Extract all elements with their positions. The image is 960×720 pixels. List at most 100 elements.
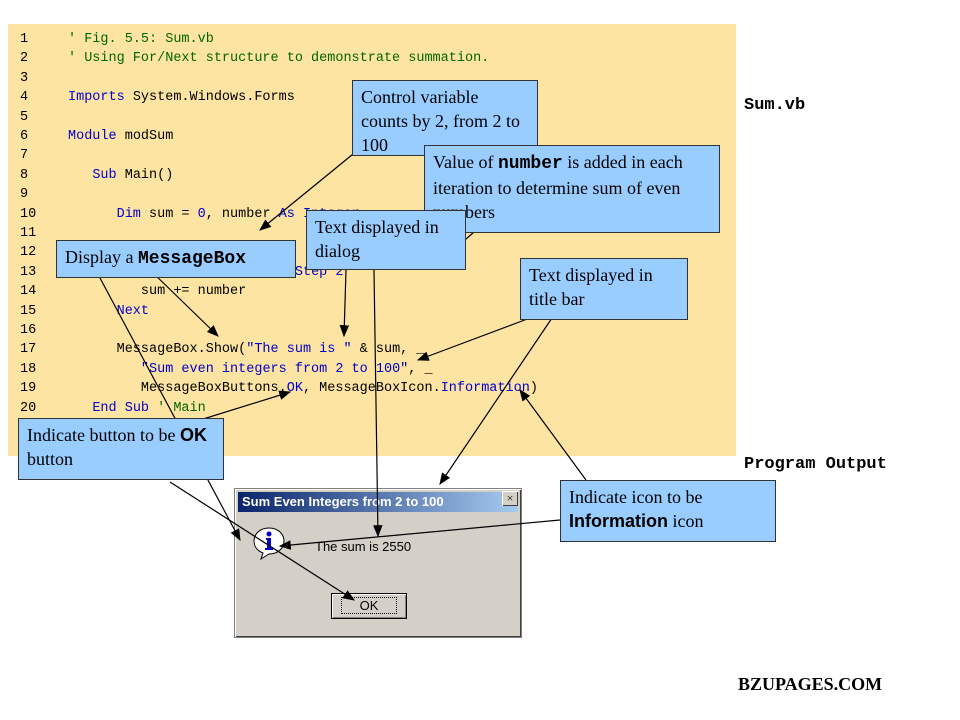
- arrow-title-bar-output: [439, 317, 553, 485]
- code-token: ' Fig. 5.5: Sum.vb: [68, 32, 214, 47]
- ok-button-label: OK: [340, 597, 398, 614]
- code-text: Imports System.Windows.Forms: [68, 88, 295, 107]
- code-line: 17 MessageBox.Show("The sum is " & sum, …: [20, 340, 720, 359]
- line-number: 6: [20, 129, 29, 144]
- code-text: MessageBox.Show("The sum is " & sum, _: [68, 340, 425, 359]
- code-line: 14 sum += number: [20, 282, 720, 301]
- code-text: ' Fig. 5.5: Sum.vb: [68, 30, 214, 49]
- line-number: 4: [20, 90, 29, 106]
- code-line: 8 Sub Main(): [20, 166, 720, 185]
- dialog-message: The sum is 2550: [315, 539, 412, 554]
- code-token: Main(): [124, 167, 174, 183]
- code-line: 18 "Sum even integers from 2 to 100", _: [20, 360, 720, 379]
- code-token: sum =: [149, 206, 198, 222]
- line-number: 15: [20, 303, 37, 319]
- arrow-title-bar: [416, 317, 531, 361]
- footer-brand: BZUPAGES.COM: [738, 674, 883, 694]
- program-output-label: Program Output: [744, 455, 887, 474]
- callout-ok-post: button: [27, 449, 74, 469]
- code-token: System.Windows.Forms: [132, 90, 295, 106]
- callout-title-bar-text: Text displayed in title bar: [529, 265, 653, 309]
- code-token: Sub: [92, 167, 125, 183]
- code-token: modSum: [124, 129, 174, 144]
- code-text: "Sum even integers from 2 to 100", _: [68, 360, 433, 379]
- arrow-text-dialog: [339, 269, 350, 338]
- callout-info-post: icon: [668, 511, 704, 531]
- callout-information-icon: Indicate icon to be Information icon: [560, 480, 776, 542]
- arrow-display-messagebox: [149, 269, 219, 337]
- callout-text-dialog: Text displayed in dialog: [306, 210, 466, 270]
- code-token: Imports: [68, 90, 133, 106]
- callout-display-messagebox: Display a MessageBox: [56, 240, 296, 278]
- line-number: 9: [20, 187, 29, 203]
- line-number: 1: [20, 32, 29, 47]
- code-line: 2' Using For/Next structure to demonstra…: [20, 49, 720, 68]
- arrow-display-output: [99, 277, 241, 542]
- code-token: 2: [335, 264, 344, 280]
- code-token: 0: [197, 206, 206, 222]
- code-token: Module: [68, 129, 125, 144]
- code-text: ' Using For/Next structure to demonstrat…: [68, 49, 489, 68]
- line-number: 12: [20, 245, 37, 261]
- line-number: 16: [20, 323, 37, 338]
- callout-value-added-code: number: [497, 154, 563, 174]
- code-line: 9: [20, 185, 720, 204]
- code-token: End Sub: [92, 400, 158, 416]
- callout-ok-pre: Indicate button to be: [27, 425, 180, 445]
- code-token: MessageBoxButtons.: [68, 381, 287, 397]
- code-line: 20 End Sub ' Main: [20, 399, 720, 418]
- callout-display-code: MessageBox: [137, 249, 247, 269]
- code-text: Next: [68, 302, 149, 321]
- arrow-information-code: [519, 389, 587, 481]
- code-token: ' Main: [157, 400, 206, 416]
- code-token: "The sum is ": [246, 342, 352, 358]
- line-number: 8: [20, 167, 29, 183]
- callout-display-pre: Display a: [65, 247, 138, 267]
- callout-info-pre: Indicate icon to be: [569, 487, 703, 507]
- line-number: 17: [20, 342, 37, 358]
- code-token: "Sum even integers from 2 to 100": [140, 361, 409, 377]
- arrow-ok-code: [199, 390, 292, 421]
- code-line: 4 Imports System.Windows.Forms: [20, 88, 720, 107]
- callout-value-added-pre: Value of: [433, 152, 498, 172]
- arrow-ok-output: [169, 481, 356, 601]
- code-text: sum += number: [68, 282, 246, 301]
- callout-ok-button: Indicate button to be OK button: [18, 418, 224, 480]
- arrow-control-variable: [259, 149, 359, 231]
- line-number: 3: [20, 70, 29, 86]
- code-token: & sum, _: [351, 342, 425, 358]
- code-token: MessageBox.Show(: [68, 342, 247, 358]
- close-button[interactable]: ×: [502, 491, 518, 506]
- arrow-information-output: [278, 519, 561, 550]
- dialog-title: Sum Even Integers from 2 to 100: [242, 494, 444, 509]
- code-token: ): [529, 381, 538, 397]
- callout-control-variable: Control variable counts by 2, from 2 to …: [352, 80, 538, 156]
- line-number: 18: [20, 361, 37, 377]
- code-token: , _: [408, 361, 433, 377]
- line-number: 10: [20, 206, 37, 222]
- code-line: 16: [20, 321, 720, 340]
- callout-value-added: Value of number is added in each iterati…: [424, 145, 720, 233]
- code-line: 7: [20, 146, 720, 165]
- code-token: Dim: [116, 206, 150, 222]
- callout-info-bold: Information: [569, 511, 668, 531]
- line-number: 5: [20, 109, 29, 125]
- line-number: 13: [20, 264, 37, 280]
- file-name-label: Sum.vb: [744, 96, 806, 115]
- line-number: 11: [20, 226, 37, 241]
- code-line: 3: [20, 69, 720, 88]
- code-token: Next: [116, 303, 150, 319]
- code-text: End Sub ' Main: [68, 399, 206, 418]
- code-token: , number: [205, 206, 279, 222]
- code-line: 12: [20, 243, 720, 262]
- arrow-text-dialog-output: [373, 269, 383, 538]
- line-number: 20: [20, 400, 37, 416]
- callout-title-bar: Text displayed in title bar: [520, 258, 688, 320]
- line-number: 14: [20, 284, 37, 300]
- line-number: 7: [20, 148, 29, 164]
- callout-ok-bold: OK: [179, 425, 207, 445]
- code-token: sum += number: [68, 284, 247, 300]
- code-line: 11: [20, 224, 720, 243]
- code-token: ' Using For/Next structure to demonstrat…: [68, 51, 490, 67]
